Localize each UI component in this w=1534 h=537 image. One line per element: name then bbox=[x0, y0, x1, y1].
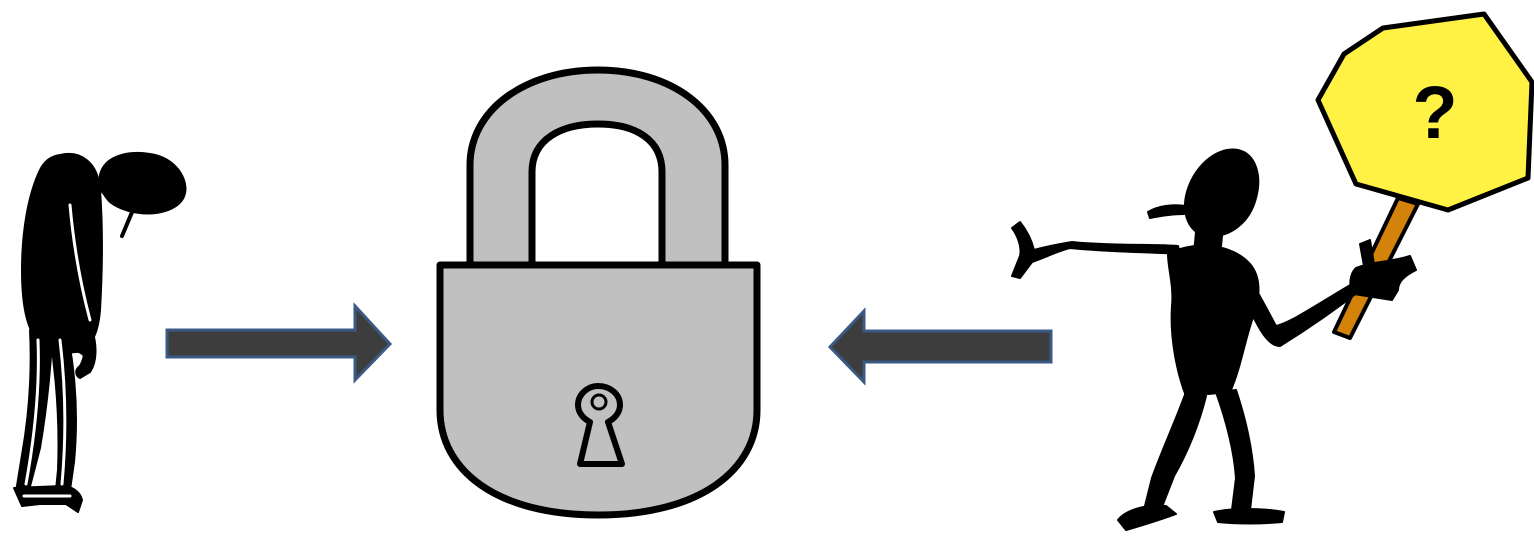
arrow-right-icon bbox=[167, 306, 390, 380]
arrow-left-icon bbox=[830, 311, 1051, 382]
person-with-question-sign-icon: ? bbox=[1012, 14, 1532, 530]
padlock-icon bbox=[440, 70, 757, 515]
sign-question-mark: ? bbox=[1412, 71, 1457, 154]
sad-person-icon bbox=[14, 153, 185, 512]
